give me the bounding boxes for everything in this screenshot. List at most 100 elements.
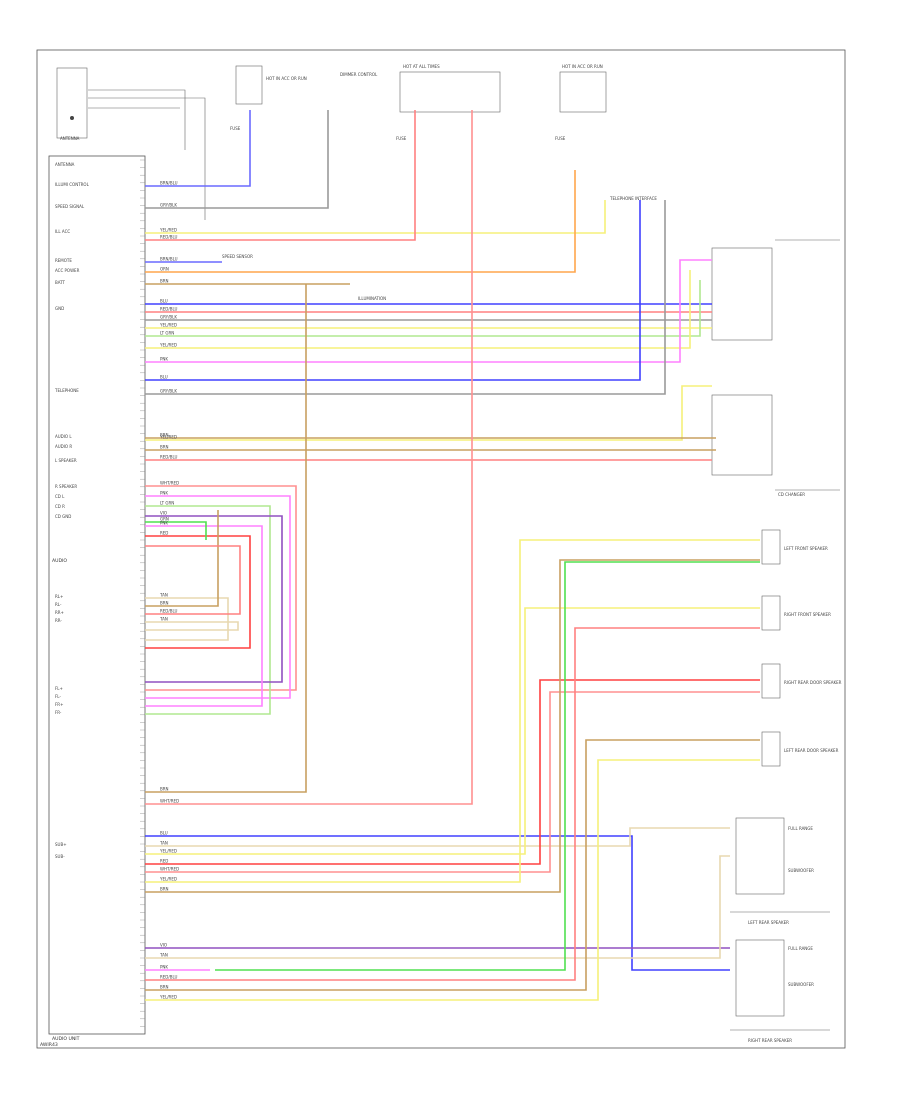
wire-34 bbox=[145, 607, 760, 855]
wire-40 bbox=[145, 855, 730, 959]
pin-label: FR+ bbox=[55, 702, 63, 707]
pin-label: FL+ bbox=[55, 686, 63, 691]
wire-color-tag: RED bbox=[160, 859, 168, 864]
pin-label: ANTENNA bbox=[55, 162, 75, 167]
cd-changer-label: CD CHANGER bbox=[778, 492, 805, 497]
pin-label: FR- bbox=[55, 710, 62, 715]
fuse-block-1: HOT IN ACC OR RUN FUSE bbox=[230, 65, 307, 131]
wire-45 bbox=[145, 759, 760, 1001]
wire-color-tag: BRN/BLU bbox=[160, 257, 178, 262]
svg-text:RIGHT FRONT SPEAKER: RIGHT FRONT SPEAKER bbox=[784, 612, 831, 617]
antenna-label: ANTENNA bbox=[60, 136, 80, 141]
audio-unit-box bbox=[48, 155, 146, 1035]
svg-text:LEFT REAR DOOR SPEAKER: LEFT REAR DOOR SPEAKER bbox=[784, 748, 839, 753]
telephone-label: TELEPHONE INTERFACE bbox=[609, 196, 657, 201]
pin-label: L SPEAKER bbox=[55, 458, 77, 463]
wire-31 bbox=[145, 110, 473, 805]
wire-color-tag: BLU bbox=[160, 375, 168, 380]
wire-color-tag: RED/BLU bbox=[160, 307, 178, 312]
illumination-label: ILLUMINATION bbox=[358, 296, 386, 301]
wire-28 bbox=[145, 545, 241, 615]
pin-label: RR- bbox=[55, 618, 62, 623]
wire-42 bbox=[215, 561, 760, 971]
wire-color-tag: BRN bbox=[160, 445, 169, 450]
wire-2 bbox=[145, 200, 606, 234]
wire-33 bbox=[145, 827, 730, 847]
wire-color-tag: BLU bbox=[160, 831, 168, 836]
wire-color-tag: WHT/RED bbox=[160, 481, 179, 486]
wire-27 bbox=[145, 510, 219, 607]
audio-unit-footer: AUDIO UNIT bbox=[52, 1036, 80, 1042]
pin-label: SUB+ bbox=[55, 842, 67, 847]
wire-color-tag: ORN bbox=[160, 267, 169, 272]
rear-right-label: RIGHT REAR SPEAKER bbox=[748, 1038, 792, 1043]
pin-label: BATT bbox=[55, 280, 66, 285]
wire-color-tag: LT GRN bbox=[160, 501, 174, 506]
wire-color-tag: VIO bbox=[160, 943, 167, 948]
svg-text:SUBWOOFER: SUBWOOFER bbox=[788, 868, 814, 873]
wire-25 bbox=[145, 535, 251, 649]
svg-text:HOT IN ACC OR RUN: HOT IN ACC OR RUN bbox=[562, 64, 603, 69]
pin-label: SUB- bbox=[55, 854, 65, 859]
wire-color-tag: BRN bbox=[160, 279, 169, 284]
pin-label: SPEED SIGNAL bbox=[55, 204, 85, 209]
wire-color-tag: GRY/BLK bbox=[160, 315, 177, 320]
wire-color-tag: YEL/RED bbox=[159, 228, 177, 233]
pin-label: CD R bbox=[55, 504, 65, 509]
wire-43 bbox=[145, 627, 760, 981]
wire-color-tag: GRY/BLK bbox=[160, 389, 177, 394]
wire-color-tag: BRN/BLU bbox=[160, 181, 178, 186]
wire-color-tag: TAN bbox=[159, 617, 168, 622]
wire-color-tag: PNK bbox=[160, 965, 168, 970]
wire-color-tag: VIO bbox=[160, 511, 167, 516]
wire-color-tag: PNK bbox=[160, 521, 168, 526]
wire-14 bbox=[145, 200, 641, 381]
fuse-block-2: HOT AT ALL TIMES FUSE bbox=[396, 64, 501, 141]
wire-3 bbox=[145, 110, 416, 241]
wire-37 bbox=[145, 539, 760, 883]
wire-color-tag: PNK bbox=[160, 491, 168, 496]
dimmer-label: DIMMER CONTROL bbox=[340, 72, 378, 77]
wire-29 bbox=[145, 621, 239, 631]
pin-label: CD GND bbox=[55, 514, 71, 519]
audio-unit-label: AUDIO bbox=[52, 558, 67, 564]
pin-label: CD L bbox=[55, 494, 65, 499]
wire-13 bbox=[145, 259, 712, 363]
speed-sensor-label: SPEED SENSOR bbox=[222, 254, 253, 259]
pin-label: AUDIO R bbox=[55, 444, 72, 449]
cd-changer-block: CD CHANGER bbox=[711, 239, 840, 497]
speaker-lf: LEFT FRONT SPEAKER bbox=[761, 529, 828, 565]
wire-color-tag: YEL/RED bbox=[159, 995, 177, 1000]
wire-color-tag: RED/BLU bbox=[160, 235, 178, 240]
svg-text:HOT IN ACC OR RUN: HOT IN ACC OR RUN bbox=[266, 76, 307, 81]
wire-12 bbox=[145, 270, 691, 349]
svg-text:FULL RANGE: FULL RANGE bbox=[788, 826, 813, 831]
wire-color-tag: RED/BLU bbox=[160, 975, 178, 980]
wire-16 bbox=[145, 385, 712, 441]
rear-speaker-left-block: FULL RANGE SUBWOOFER LEFT REAR SPEAKER bbox=[730, 817, 830, 925]
wire-46 bbox=[145, 521, 207, 540]
wire-color-tag: WHT/RED bbox=[160, 799, 179, 804]
pin-label: AUDIO L bbox=[55, 434, 72, 439]
svg-text:RIGHT REAR DOOR SPEAKER: RIGHT REAR DOOR SPEAKER bbox=[784, 680, 842, 685]
pin-label: REMOTE bbox=[55, 258, 72, 263]
wire-color-tag: TAN bbox=[159, 953, 168, 958]
pin-label: R SPEAKER bbox=[55, 484, 77, 489]
wire-color-tag: YEL/RED bbox=[159, 877, 177, 882]
wire-color-tag: GRN bbox=[160, 517, 169, 522]
svg-text:SUBWOOFER: SUBWOOFER bbox=[788, 982, 814, 987]
wire-30 bbox=[145, 284, 307, 793]
wire-color-tag: YEL/RED bbox=[159, 343, 177, 348]
pin-label: GND bbox=[55, 306, 64, 311]
wire-color-tag: RED/BLU bbox=[160, 609, 178, 614]
wire-24 bbox=[145, 525, 263, 707]
svg-text:FUSE: FUSE bbox=[555, 136, 566, 141]
wire-15 bbox=[145, 200, 666, 395]
pin-label: RL- bbox=[55, 602, 62, 607]
wire-5 bbox=[145, 170, 576, 273]
wire-color-tag: YEL/RED bbox=[159, 435, 177, 440]
wire-color-tag: BRN bbox=[160, 887, 169, 892]
wire-1 bbox=[145, 110, 329, 209]
